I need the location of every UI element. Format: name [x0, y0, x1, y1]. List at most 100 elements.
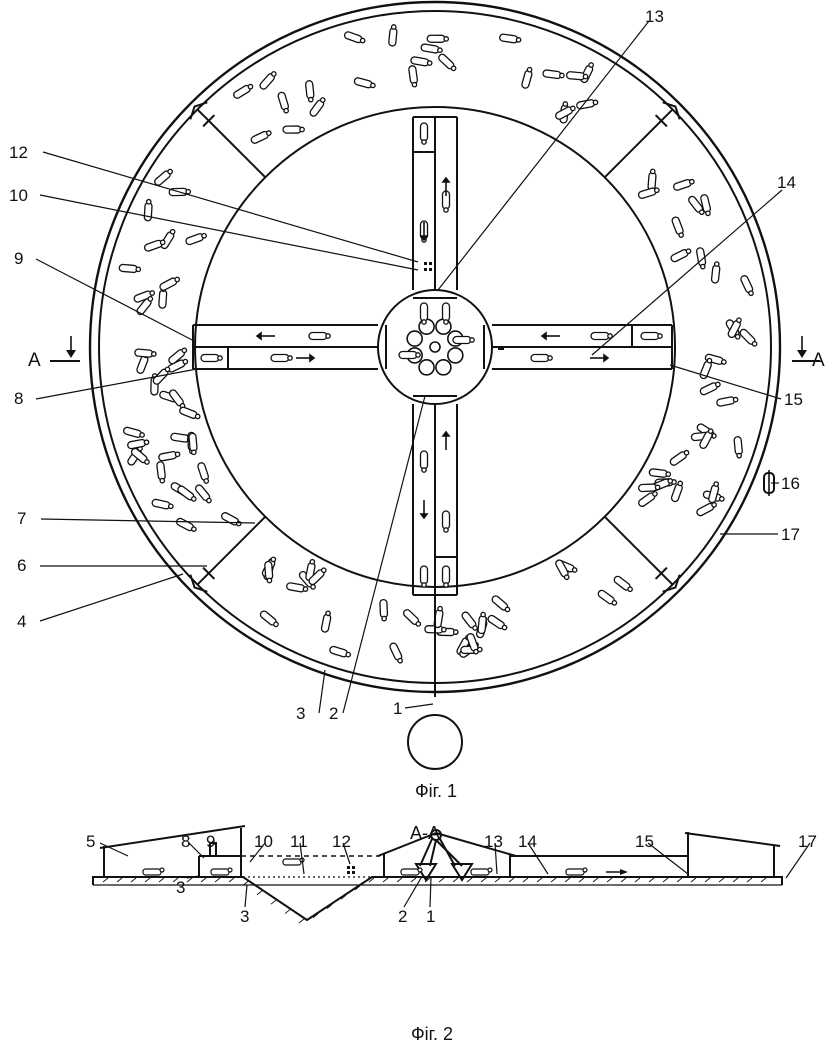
pen-divider [603, 515, 674, 586]
figure-2: 5 8 9 10 11 12 13 14 15 17 3 3 2 1 Фіг. … [86, 825, 817, 1044]
flow-arrow-head [419, 235, 429, 242]
section-label-3-left: 3 [176, 878, 185, 897]
section-animal [210, 867, 233, 876]
label-14: 14 [777, 173, 796, 192]
animal [308, 567, 327, 586]
animal [152, 366, 171, 385]
hatch-line [186, 877, 193, 883]
section-label-2: 2 [398, 907, 407, 926]
section-label-5: 5 [86, 832, 95, 851]
animal [613, 575, 633, 593]
right-barn [684, 832, 781, 876]
corridor-east [492, 324, 673, 370]
animal [647, 168, 657, 192]
label-17: 17 [781, 525, 800, 544]
animal [250, 130, 272, 144]
section-label-10: 10 [254, 832, 273, 851]
animal [499, 33, 522, 44]
animal [309, 97, 326, 117]
animal [233, 83, 254, 99]
section-mark-left: A [28, 336, 80, 371]
animal [408, 65, 419, 88]
milk-tank [407, 714, 463, 770]
flow-arrow-head [603, 353, 610, 363]
flow-arrow-head [309, 353, 316, 363]
animal [441, 510, 451, 533]
hatch-line [452, 877, 459, 883]
hatch-line [732, 877, 739, 883]
section-animal [470, 867, 493, 876]
hatch-line [690, 877, 697, 883]
animal [134, 348, 157, 358]
hatch-line [326, 904, 333, 909]
corridors [192, 116, 673, 596]
section-label-1: 1 [426, 907, 435, 926]
animal [419, 122, 429, 145]
hatch-line [396, 877, 403, 883]
hub-center [429, 341, 441, 353]
label-1: 1 [393, 699, 402, 718]
label-16: 16 [781, 474, 800, 493]
animal [130, 447, 150, 465]
animal [305, 80, 315, 103]
section-label-12: 12 [332, 832, 351, 851]
animal [733, 436, 743, 459]
flow-arrow-head [255, 331, 262, 341]
label-3: 3 [296, 704, 305, 723]
animal [343, 31, 366, 44]
label-15: 15 [784, 390, 803, 409]
section-label-13: 13 [484, 832, 503, 851]
hatch-line [620, 877, 627, 883]
animal [259, 71, 277, 90]
animal [441, 565, 451, 588]
animal [127, 438, 150, 450]
animal [438, 53, 457, 72]
animal [143, 239, 166, 252]
hatch-line [410, 877, 417, 883]
gate-post [202, 566, 216, 580]
hatch-line [648, 877, 655, 883]
animal [194, 484, 212, 504]
hatch-line [368, 877, 375, 883]
animal [441, 302, 451, 325]
figure-1: A A 12 10 [9, 0, 825, 843]
hatch-line [214, 877, 221, 883]
animal [154, 168, 173, 186]
animal [673, 178, 695, 191]
hub-stalls [406, 318, 464, 376]
animal [270, 353, 293, 363]
animal [410, 56, 433, 67]
animal [700, 194, 712, 217]
animal [167, 358, 189, 373]
hatch-line [354, 885, 361, 891]
animal [402, 609, 422, 627]
hatch-line [116, 877, 123, 883]
animal [188, 432, 198, 456]
feeder-marks [424, 262, 504, 350]
hatch-line [522, 877, 529, 883]
ground-profile [92, 876, 783, 922]
animal [699, 357, 713, 380]
label-8: 8 [14, 389, 23, 408]
milking-stall [435, 359, 452, 376]
hatch-line [298, 918, 305, 924]
gate-post [654, 566, 668, 580]
hatch-line [536, 877, 543, 883]
hatch-line [158, 877, 165, 883]
hatch-line [508, 877, 515, 883]
animal [389, 642, 403, 664]
animal [118, 263, 142, 274]
animal [398, 350, 421, 360]
section-mark-right: A [792, 336, 825, 371]
section-animal [565, 867, 588, 876]
flow-arrow-head [441, 430, 451, 437]
animals [118, 24, 758, 664]
animal [160, 228, 176, 250]
gate-marks [189, 101, 681, 593]
animal [264, 560, 274, 584]
gate-mark [189, 574, 208, 593]
section-label-3-pit: 3 [240, 907, 249, 926]
gate-post [654, 114, 668, 128]
section-animals [142, 857, 588, 876]
